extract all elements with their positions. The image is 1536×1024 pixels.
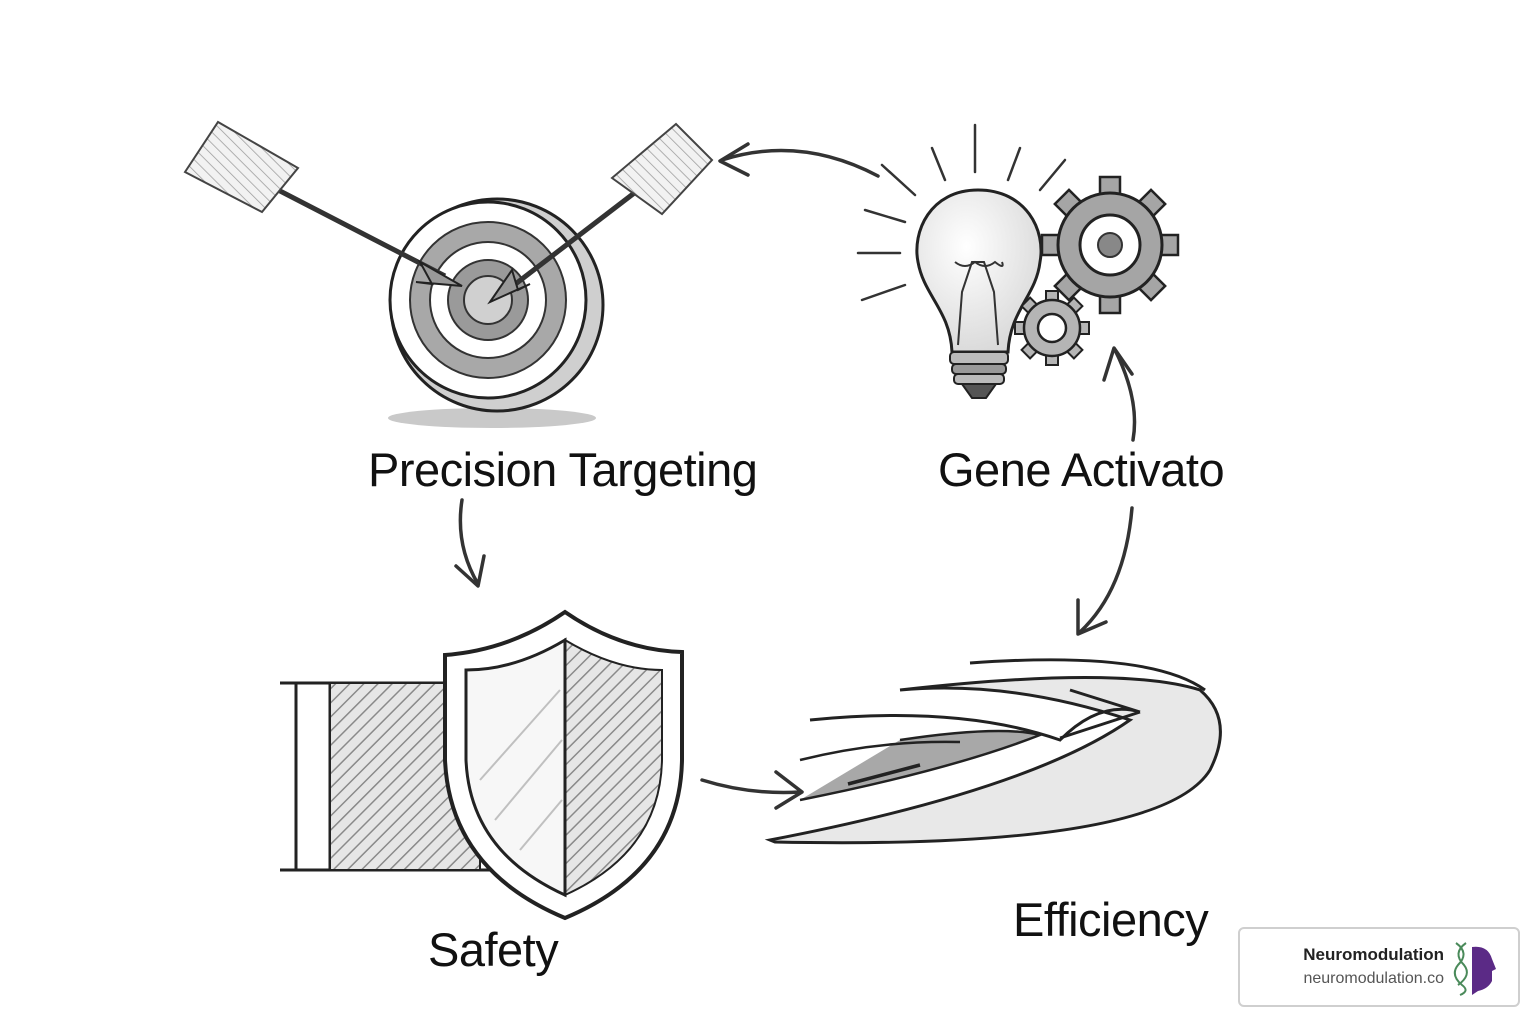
brand-url: neuromodulation.co bbox=[1303, 970, 1444, 987]
lightbulb-gears-icon bbox=[856, 123, 1180, 399]
flow-arrows bbox=[454, 142, 1137, 810]
gene-activation-label: Gene Activato bbox=[938, 443, 1225, 496]
brand-badge[interactable]: Neuromodulation neuromodulation.co bbox=[1238, 927, 1520, 1007]
precision-targeting-label: Precision Targeting bbox=[368, 443, 758, 496]
arrow-precision-to-safety bbox=[458, 498, 480, 586]
dna-head-logo-icon bbox=[1453, 942, 1496, 996]
arrow-gene-to-efficiency bbox=[1078, 506, 1134, 634]
brand-name: Neuromodulation bbox=[1303, 945, 1444, 964]
arrow-gene-to-precision bbox=[720, 148, 880, 178]
shield-icon bbox=[280, 609, 684, 921]
swoosh-arrow-icon bbox=[764, 658, 1222, 845]
efficiency-label: Efficiency bbox=[1013, 893, 1209, 946]
arrow-to-gene bbox=[1113, 348, 1137, 442]
safety-label: Safety bbox=[428, 923, 559, 976]
target-arrows-icon bbox=[183, 120, 714, 428]
arrow-safety-to-efficiency bbox=[700, 778, 802, 795]
